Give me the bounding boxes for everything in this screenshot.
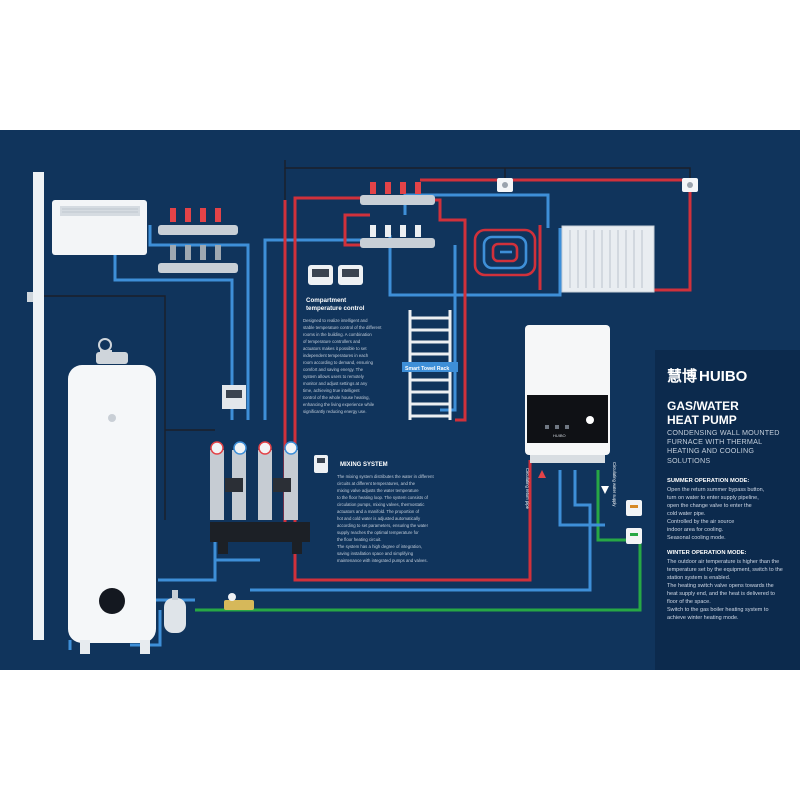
room-controller-icon xyxy=(308,265,363,285)
summer-line: cold water pipe. xyxy=(667,510,706,517)
floor-heating-coil xyxy=(473,228,537,277)
mixing-line: The system has a high degree of integrat… xyxy=(337,544,422,549)
summer-line: open the change valve to enter the xyxy=(667,502,752,509)
mixing-line: the floor heating circuit. xyxy=(337,537,381,542)
mixing-line: mixing valve adjusts the water temperatu… xyxy=(337,488,419,493)
wall xyxy=(33,172,44,640)
product-subtitle: CONDENSING WALL MOUNTED FURNACE WITH THE… xyxy=(667,428,780,465)
fan-coil-unit xyxy=(52,200,147,255)
water-tank xyxy=(68,352,156,654)
expansion-vessel xyxy=(164,590,186,633)
summer-line: indoor area for cooling. xyxy=(667,526,724,533)
return-pipe-label: Circulating return pipe xyxy=(525,468,530,510)
compartment-line: monitor and adjust settings at any xyxy=(303,381,368,386)
mixing-line: actuators and a manifold. The proportion… xyxy=(337,509,420,514)
flow-arrow-down-icon xyxy=(601,486,609,494)
info-side-panel xyxy=(655,350,800,670)
mixing-line: saving installation space and simplifyin… xyxy=(337,551,414,556)
mixing-line: supply reaches the optimal temperature f… xyxy=(337,530,419,535)
compartment-line: time, achieving true intelligent xyxy=(303,388,360,393)
compartment-subtitle: temperature control xyxy=(306,305,365,312)
winter-line: temperature set by the equipment, switch… xyxy=(667,566,783,573)
compartment-title: Compartment xyxy=(306,297,346,304)
winter-line: station system is enabled. xyxy=(667,574,731,581)
wall-mounted-boiler xyxy=(525,325,610,463)
mixing-line: maintenance with integrated pumps and va… xyxy=(337,558,428,563)
winter-text: The outdoor air temperature is higher th… xyxy=(667,559,797,623)
compartment-line: system allows users to remotely xyxy=(303,374,365,379)
compartment-line: room according to demand, ensuring xyxy=(303,360,374,365)
mixing-line: hot and cold water is adjusted automatic… xyxy=(337,516,421,521)
compartment-line: control of the whole house heating, xyxy=(303,395,370,400)
boiler-brand-label: HUIBO xyxy=(553,433,566,438)
tank-valve-icon xyxy=(98,338,112,354)
towel-rack-label: Smart Towel Rack xyxy=(405,366,449,372)
summer-line: Controlled by the air source xyxy=(667,518,735,525)
radiator xyxy=(561,225,655,293)
compartment-line: independent temperatures in each xyxy=(303,353,369,358)
supply-pipe-label: Circulating water supply xyxy=(612,462,617,507)
winter-heading: WINTER OPERATION MODE: xyxy=(667,550,747,556)
mixing-line: circuits at different temperatures, and … xyxy=(337,481,416,486)
mixing-station xyxy=(210,441,310,554)
summer-line: turn on water to enter supply pipeline, xyxy=(667,494,759,501)
valve-assembly-icon xyxy=(224,593,254,610)
summer-heading: SUMMER OPERATION MODE: xyxy=(667,478,750,484)
control-box xyxy=(222,385,246,409)
towel-rack-label-bg xyxy=(402,362,458,372)
brand-logo-latin: HUIBO xyxy=(699,368,748,385)
compartment-line: enhancing the living experience while xyxy=(303,402,375,407)
winter-line: The outdoor air temperature is higher th… xyxy=(667,559,780,565)
flow-arrow-icon xyxy=(538,470,546,478)
compartment-line: Designed to realize intelligent and xyxy=(303,318,368,323)
compartment-line: significantly reducing energy use. xyxy=(303,409,367,414)
summer-text: Open the return summer bypass button, tu… xyxy=(667,487,795,543)
mixing-system-title: MIXING SYSTEM xyxy=(340,462,388,468)
summer-line: Open the return summer bypass button, xyxy=(667,487,765,493)
winter-line: heat supply end, and the heat is deliver… xyxy=(667,590,775,597)
winter-line: achieve winter heating mode. xyxy=(667,614,739,621)
mixing-line: according to set parameters, ensuring th… xyxy=(337,523,429,528)
product-title-line1: GAS/WATER xyxy=(667,399,739,413)
winter-line: Switch to the gas boiler heating system … xyxy=(667,606,769,613)
compartment-line: comfort and saving energy. The xyxy=(303,367,364,372)
mixing-description: The mixing system distributes the water … xyxy=(337,474,434,563)
compartment-line: actuators makes it possible to set xyxy=(303,346,367,351)
brand-logo-chinese: 慧博 xyxy=(667,367,697,385)
mixing-line: circulation pumps, mixing valves, thermo… xyxy=(337,502,425,507)
manifold-right xyxy=(360,182,435,248)
compartment-line: of temperature controllers and xyxy=(303,339,361,344)
winter-line: floor of the space. xyxy=(667,598,711,605)
compartment-line: rooms in the building. A combination xyxy=(303,332,372,337)
hot-tap-icon xyxy=(626,528,642,544)
ceiling-thermostat-icon xyxy=(497,178,698,192)
cold-tap-icon xyxy=(626,500,642,516)
product-title-line2: HEAT PUMP xyxy=(667,413,737,427)
cold-pipes xyxy=(68,193,605,650)
compartment-description: Designed to realize intelligent and stab… xyxy=(303,318,382,414)
manifold-left xyxy=(158,208,238,273)
winter-line: The heating switch valve opens towards t… xyxy=(667,582,774,589)
mixing-thermostat-icon xyxy=(314,455,328,473)
wall-socket xyxy=(27,292,33,302)
summer-line: Seasonal cooling mode. xyxy=(667,534,726,541)
mixing-line: to the floor heating loop. The system co… xyxy=(337,495,429,500)
mixing-line: The mixing system distributes the water … xyxy=(337,474,434,479)
towel-rack xyxy=(408,310,452,420)
compartment-line: stable temperature control of the differ… xyxy=(303,325,382,330)
